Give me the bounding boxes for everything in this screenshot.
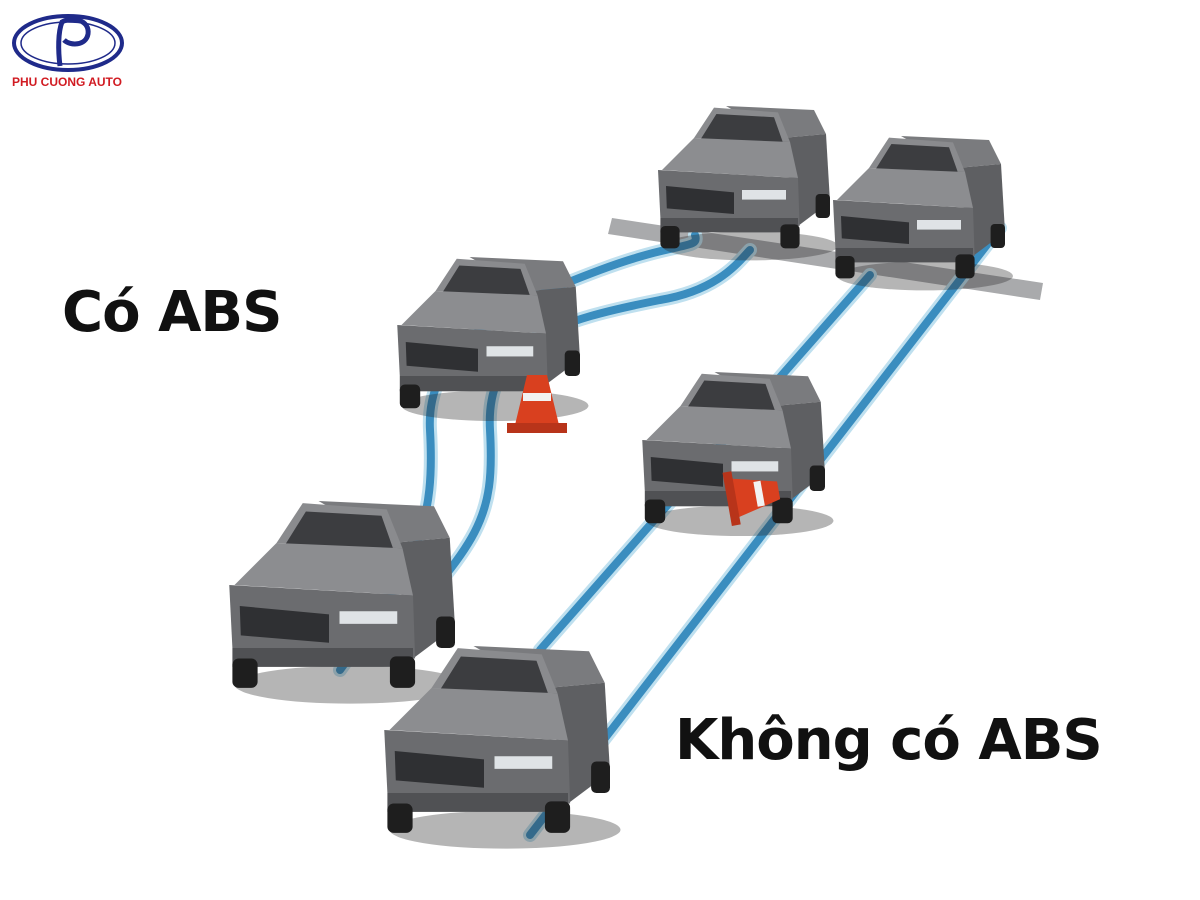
without-abs-label: Không có ABS [675, 708, 1103, 773]
truck-top [658, 106, 838, 261]
truck-top-right [833, 136, 1013, 291]
truck-abs-start [229, 501, 466, 704]
logo-text: PHU CUONG AUTO [12, 75, 123, 89]
with-abs-label: Có ABS [62, 280, 282, 345]
truck-abs-middle [397, 257, 589, 422]
phu-cuong-auto-logo [10, 10, 130, 90]
